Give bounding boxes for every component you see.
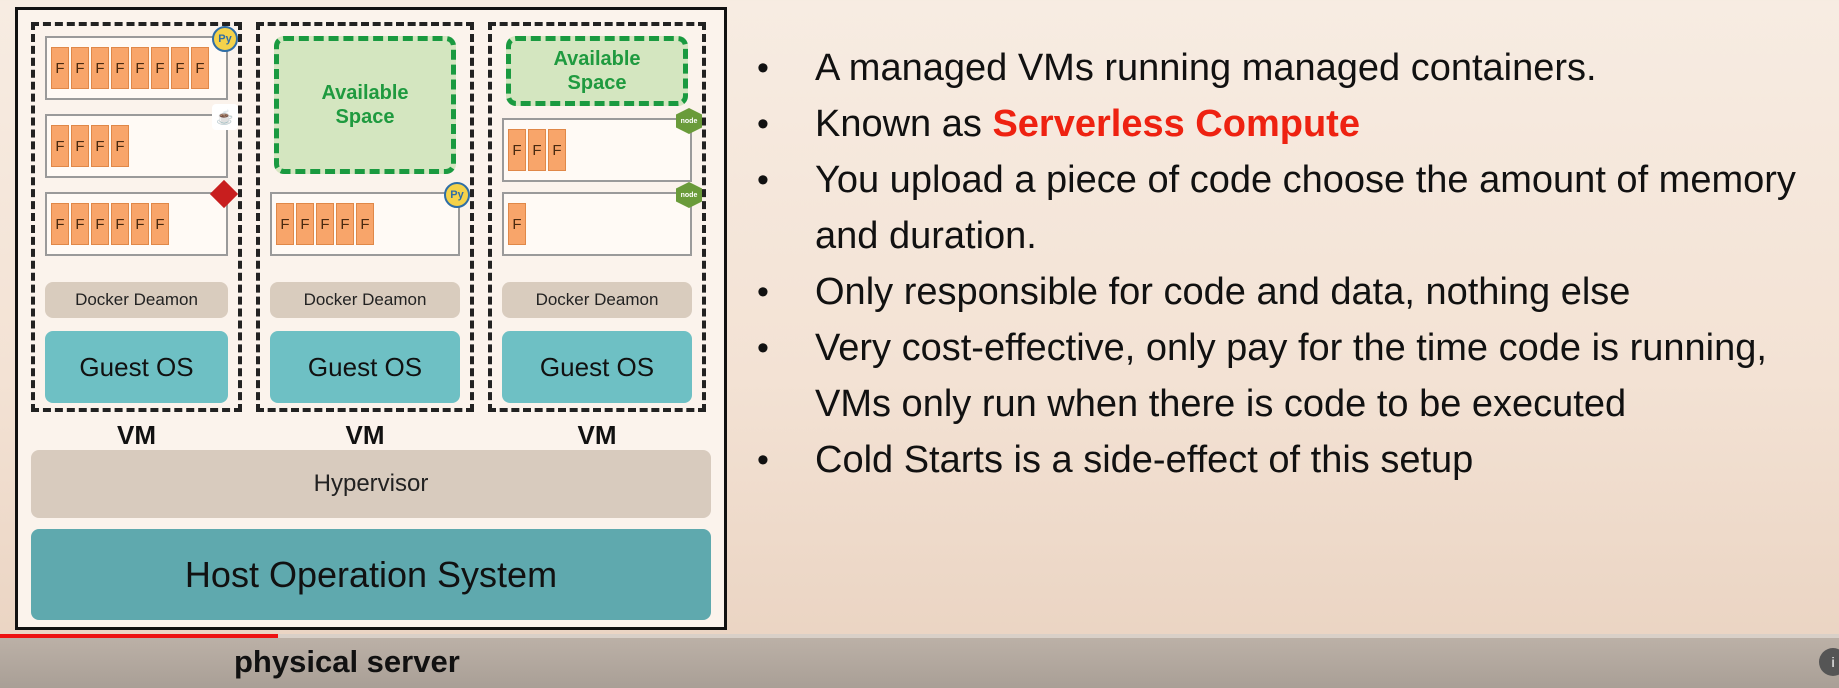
vm-3: Available Space node F F F node F Docker… — [488, 22, 706, 412]
guest-os: Guest OS — [270, 331, 460, 403]
function-box: F — [111, 47, 129, 89]
bullet-item: Cold Starts is a side-effect of this set… — [757, 432, 1817, 488]
function-box: F — [131, 203, 149, 245]
container-ruby: F F F F F F — [45, 179, 239, 256]
caption-text: physical server — [234, 644, 460, 679]
container-nodejs: node F — [502, 182, 702, 256]
function-box: F — [171, 47, 189, 89]
function-box: F — [111, 125, 129, 167]
function-box: F — [528, 129, 546, 171]
python-icon: Py — [444, 182, 470, 208]
function-box: F — [91, 203, 109, 245]
bullet-text: Known as — [815, 103, 993, 145]
python-icon: Py — [212, 26, 238, 52]
vm-label: VM — [117, 420, 156, 450]
progress-bar-played[interactable] — [0, 634, 278, 638]
vm-label: VM — [345, 420, 385, 450]
nodejs-icon: node — [676, 108, 702, 134]
available-space-line2: Space — [335, 106, 395, 128]
highlight-text: Serverless Compute — [992, 103, 1360, 145]
bullet-list: A managed VMs running managed containers… — [757, 40, 1817, 488]
function-box: F — [71, 125, 89, 167]
function-box: F — [191, 47, 209, 89]
vm-1: Py F F F F F F F F ☕ F F F F F F F F F F… — [31, 22, 242, 412]
docker-daemon: Docker Deamon — [270, 282, 460, 318]
function-box: F — [91, 125, 109, 167]
vm-label: VM — [577, 420, 617, 450]
function-box: F — [111, 203, 129, 245]
function-box: F — [151, 47, 169, 89]
function-box: F — [151, 203, 169, 245]
host-os-layer: Host Operation System — [31, 529, 711, 620]
container-java: ☕ F F F F — [45, 104, 238, 178]
function-box: F — [316, 203, 334, 245]
function-box: F — [51, 47, 69, 89]
function-box: F — [508, 129, 526, 171]
container-python: Py F F F F F — [270, 182, 470, 256]
available-space: Available Space — [506, 36, 688, 106]
bullet-item: Very cost-effective, only pay for the ti… — [757, 320, 1817, 432]
physical-server-diagram: Py F F F F F F F F ☕ F F F F F F F F F F… — [15, 7, 727, 630]
bullet-item: A managed VMs running managed containers… — [757, 40, 1817, 96]
nodejs-icon: node — [676, 182, 702, 208]
function-box: F — [71, 203, 89, 245]
bullet-item: Only responsible for code and data, noth… — [757, 264, 1817, 320]
available-space-line1: Available — [321, 82, 409, 104]
hypervisor-layer: Hypervisor — [31, 450, 711, 518]
info-icon[interactable]: i — [1819, 648, 1839, 676]
docker-daemon: Docker Deamon — [502, 282, 692, 318]
function-box: F — [276, 203, 294, 245]
ruby-icon — [209, 179, 239, 209]
function-box: F — [508, 203, 526, 245]
video-control-bar: physical server i — [0, 634, 1839, 688]
docker-daemon: Docker Deamon — [45, 282, 228, 318]
function-box: F — [356, 203, 374, 245]
function-box: F — [51, 125, 69, 167]
bullet-item: Known as Serverless Compute — [757, 96, 1817, 152]
available-space-line2: Space — [567, 72, 627, 94]
function-box: F — [91, 47, 109, 89]
available-space: Available Space — [274, 36, 456, 174]
guest-os: Guest OS — [45, 331, 228, 403]
java-icon: ☕ — [212, 104, 238, 130]
container-python: Py F F F F F F F F — [45, 26, 238, 100]
container-nodejs: node F F F — [502, 108, 702, 182]
function-box: F — [51, 203, 69, 245]
guest-os: Guest OS — [502, 331, 692, 403]
available-space-line1: Available — [553, 48, 641, 70]
vm-2: Available Space Py F F F F F Docker Deam… — [256, 22, 474, 412]
function-box: F — [548, 129, 566, 171]
bullet-item: You upload a piece of code choose the am… — [757, 152, 1817, 264]
function-box: F — [71, 47, 89, 89]
function-box: F — [296, 203, 314, 245]
function-box: F — [336, 203, 354, 245]
function-box: F — [131, 47, 149, 89]
progress-bar-track[interactable] — [278, 634, 1839, 638]
